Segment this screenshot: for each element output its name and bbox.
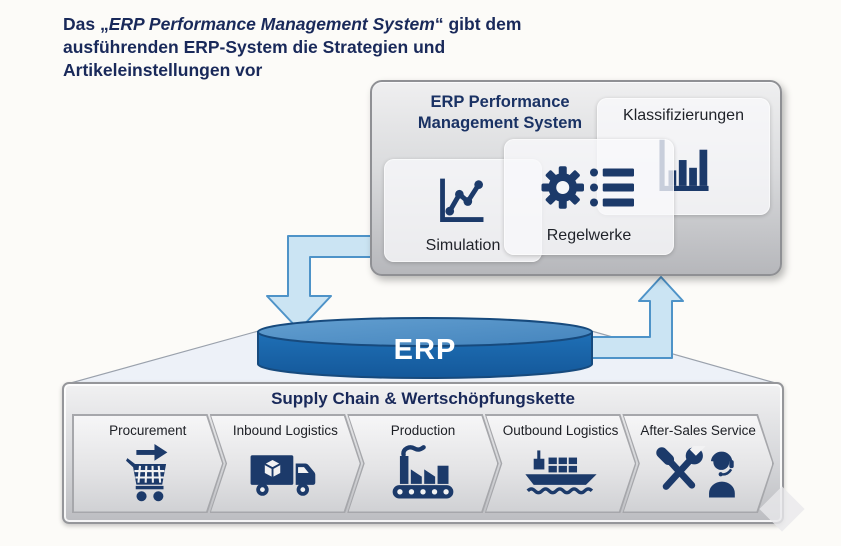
epms-title: ERP Performance Management System bbox=[417, 93, 583, 132]
segment-production: Production bbox=[347, 414, 499, 513]
segment-label: Inbound Logistics bbox=[232, 422, 338, 438]
epms-box: ERP Performance Management System Klassi… bbox=[370, 80, 782, 276]
down-arrow bbox=[266, 235, 375, 331]
segment-inbound-logistics: Inbound Logistics bbox=[210, 414, 362, 513]
heading-emphasis: ERP Performance Management System bbox=[108, 14, 435, 34]
support-tools-icon bbox=[655, 438, 741, 512]
card-label: Klassifizierungen bbox=[623, 107, 744, 124]
up-arrow bbox=[584, 276, 684, 359]
line-chart-icon bbox=[384, 159, 542, 237]
segment-label: After-Sales Service bbox=[640, 422, 756, 438]
segment-procurement: Procurement bbox=[72, 414, 224, 513]
gear-list-icon bbox=[504, 139, 674, 227]
factory-icon bbox=[389, 438, 457, 512]
ship-icon bbox=[523, 438, 599, 512]
segment-label: Outbound Logistics bbox=[502, 422, 619, 438]
erp-cylinder-label: ERP bbox=[393, 334, 457, 366]
heading-suffix: “ gibt dem ausführenden ERP-System die S… bbox=[63, 14, 522, 80]
segment-outbound-logistics: Outbound Logistics bbox=[485, 414, 637, 513]
slide-heading: Das „ERP Performance Management System“ … bbox=[63, 13, 608, 81]
supply-chain-box: Supply Chain & Wertschöpfungskette Procu… bbox=[62, 382, 784, 524]
truck-icon bbox=[247, 438, 323, 512]
shopping-cart-icon bbox=[119, 438, 177, 512]
heading-prefix: Das „ bbox=[63, 14, 109, 34]
segment-label: Procurement bbox=[109, 422, 187, 438]
segment-after-sales-service: After-Sales Service bbox=[622, 414, 774, 513]
segment-label: Production bbox=[390, 422, 456, 438]
card-label: Simulation bbox=[425, 237, 501, 254]
supply-chain-chevrons: Procurement bbox=[72, 414, 774, 513]
card-regelwerke: Regelwerke bbox=[504, 139, 674, 255]
card-label: Regelwerke bbox=[546, 227, 632, 244]
supply-chain-title: Supply Chain & Wertschöpfungskette bbox=[271, 389, 575, 408]
erp-cylinder bbox=[257, 317, 593, 379]
